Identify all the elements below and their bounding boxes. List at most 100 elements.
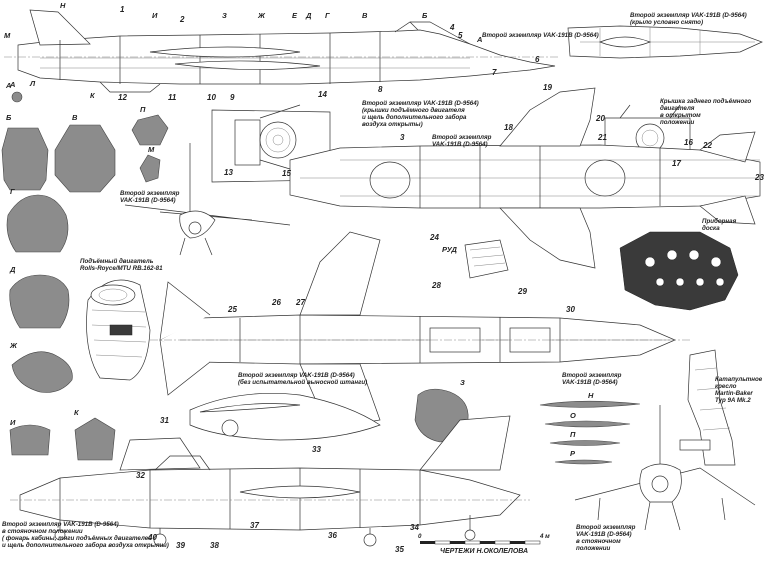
plan-view-main xyxy=(289,87,761,269)
svg-text:Б: Б xyxy=(6,113,12,122)
svg-text:Л: Л xyxy=(29,79,36,88)
svg-text:Ж: Ж xyxy=(257,11,266,20)
side-view-bottom xyxy=(10,415,530,547)
caption-line: (без испытательной выносной штанги) xyxy=(238,379,368,386)
caption-line: РУД xyxy=(442,245,457,254)
svg-text:К: К xyxy=(90,91,96,100)
svg-text:Н: Н xyxy=(60,1,66,10)
callout-6: 6 xyxy=(535,55,540,64)
svg-text:Р: Р xyxy=(570,449,576,458)
ejection-seat-drawing xyxy=(679,349,736,466)
callout-35: 35 xyxy=(395,545,404,554)
callout-28: 28 xyxy=(431,281,441,290)
callout-20: 20 xyxy=(595,114,605,123)
svg-text:Б: Б xyxy=(422,11,428,20)
callout-38: 38 xyxy=(210,541,219,550)
caption-line: Второй экземпляр xyxy=(562,372,622,379)
svg-text:А: А xyxy=(5,81,11,90)
caption-parked-right: Второй экземпляр VAK-191B (D-9564) в сто… xyxy=(576,524,635,552)
caption-bottom-mid: Второй экземпляр VAK-191B (D-9564) (без … xyxy=(238,372,367,386)
caption-second-top: Второй экземпляр VAK-191B (D-9564) xyxy=(482,32,599,39)
caption-line: Второй экземпляр xyxy=(576,524,636,531)
airfoil-sections: Н О П Р xyxy=(539,391,641,465)
caption-rud: РУД xyxy=(442,245,457,254)
caption-line: двигателя xyxy=(660,105,695,112)
svg-text:А: А xyxy=(9,80,15,89)
callout-29: 29 xyxy=(517,287,527,296)
svg-text:З: З xyxy=(222,11,227,20)
svg-text:Ж: Ж xyxy=(9,341,18,350)
caption-line: Второй экземпляр VAK-191B (D-9564) xyxy=(482,32,599,39)
caption-line: в стояночном xyxy=(576,538,621,545)
caption-line: Подъёмный двигатель xyxy=(80,258,154,265)
svg-text:М: М xyxy=(148,145,155,154)
caption-line: и щель дополнительного забора xyxy=(362,114,467,121)
callout-15: 15 xyxy=(282,169,291,178)
svg-text:Д: Д xyxy=(9,265,16,274)
callout-2: 2 xyxy=(179,15,185,24)
svg-text:В: В xyxy=(72,113,78,122)
svg-text:Е: Е xyxy=(292,11,298,20)
svg-text:М: М xyxy=(4,31,11,40)
callout-37: 37 xyxy=(250,521,259,530)
callout-32: 32 xyxy=(136,471,145,480)
svg-text:Д: Д xyxy=(305,11,312,20)
caption-line: VAK-191B (D-9564) xyxy=(120,197,176,204)
caption-top-right: Второй экземпляр VAK-191B (D-9564) (крыл… xyxy=(630,12,747,26)
front-view-small xyxy=(124,143,291,256)
callout-8: 8 xyxy=(378,85,383,94)
callout-21: 21 xyxy=(597,133,607,142)
callout-30: 30 xyxy=(566,305,575,314)
cross-sections-left: А Б В Г Д Ж И К xyxy=(1,80,116,461)
svg-text:О: О xyxy=(570,411,576,420)
caption-line: в открытом xyxy=(660,112,701,119)
callout-13: 13 xyxy=(224,168,233,177)
callout-16: 16 xyxy=(684,138,693,147)
caption-doors-open: Второй экземпляр VAK-191B (D-9564) (крыш… xyxy=(362,100,479,128)
instrument-panel xyxy=(619,231,739,311)
top-view-wing-removed xyxy=(567,25,763,59)
caption-line: ЧЕРТЕЖИ Н.ОКОЛЕЛОВА xyxy=(440,548,529,555)
caption-line: кресло xyxy=(715,383,737,390)
callout-numbers: 1 2 3 4 5 6 7 8 9 10 11 12 13 14 15 16 1… xyxy=(118,5,764,554)
drawing-credit: ЧЕРТЕЖИ Н.ОКОЛЕЛОВА xyxy=(440,548,528,555)
caption-line: Второй экземпляр VAK-191B (D-9564) xyxy=(362,100,479,107)
caption-top-view: Второй экземпляр VAK-191B (D-9564) xyxy=(432,134,491,148)
cross-sections-small: П М xyxy=(131,105,169,183)
caption-line: Typ 9A Mk.2 xyxy=(715,397,751,404)
caption-line: положении xyxy=(576,545,611,552)
callout-11: 11 xyxy=(168,93,177,102)
callout-14: 14 xyxy=(318,90,327,99)
caption-line: Martin-Baker xyxy=(715,390,753,397)
caption-bottom-right: Второй экземпляр VAK-191B (D-9564) xyxy=(562,372,621,386)
caption-line: и щель дополнительного забора воздуха от… xyxy=(2,542,169,549)
side-view-doors-open xyxy=(211,104,331,183)
callout-5: 5 xyxy=(458,31,463,40)
caption-line: Второй экземпляр VAK-191B (D-9564) xyxy=(630,12,747,19)
svg-text:З: З xyxy=(460,378,465,387)
callout-12: 12 xyxy=(118,93,127,102)
caption-line: (крыло условно снято) xyxy=(630,19,704,26)
caption-rear-cover: Крышка заднего подъёмного двигателя в от… xyxy=(660,98,751,126)
caption-line: в стояночном положении xyxy=(2,528,83,535)
caption-line: Катапультное xyxy=(715,376,763,383)
caption-line: воздуха открыты) xyxy=(362,121,423,128)
caption-line: Второй экземпляр VAK-191B (D-9564) xyxy=(2,521,119,528)
svg-text:И: И xyxy=(10,418,16,427)
scale-end-label: 4 м xyxy=(540,533,550,540)
lift-engine-drawing xyxy=(86,279,151,381)
side-view-middle xyxy=(150,231,690,426)
caption-lift-engine: Подъёмный двигатель Rolls-Royce/MTU RB.1… xyxy=(80,258,163,272)
caption-line: Rolls-Royce/MTU RB.162-81 xyxy=(80,265,163,272)
caption-line: VAK-191B (D-9564) xyxy=(432,141,488,148)
callout-10: 10 xyxy=(207,93,216,102)
caption-line: 0 xyxy=(418,533,422,540)
callout-24: 24 xyxy=(429,233,439,242)
svg-text:Г: Г xyxy=(10,187,15,196)
caption-front-left: Второй экземпляр VAK-191B (D-9564) xyxy=(120,190,179,204)
caption-line: Второй экземпляр xyxy=(120,190,180,197)
caption-line: ( фонарь кабины, тяги подъёмных двигател… xyxy=(2,535,152,542)
callout-22: 22 xyxy=(702,141,712,150)
scale-bar xyxy=(420,540,541,545)
